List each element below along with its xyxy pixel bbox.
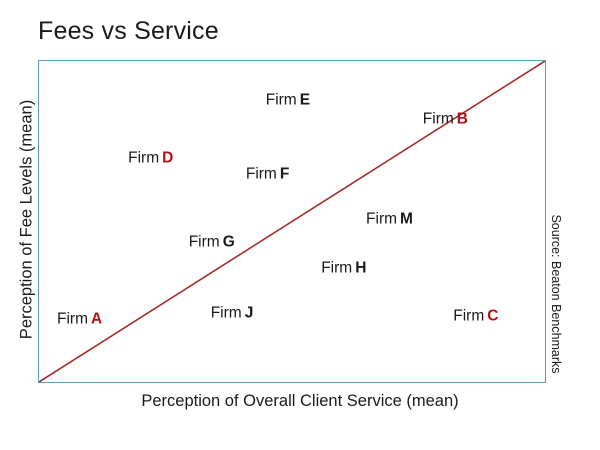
source-note: Source: Beaton Benchmarks	[549, 214, 563, 374]
page-title: Fees vs Service	[38, 17, 219, 45]
firm-label-prefix: Firm	[453, 307, 485, 325]
trendline	[39, 61, 545, 382]
firm-label-prefix: Firm	[210, 304, 242, 322]
firm-label-prefix: Firm	[265, 91, 297, 108]
firm-label-prefix: Firm	[57, 310, 89, 328]
firm-label-code: H	[355, 258, 367, 276]
firm-label-code: A	[91, 310, 103, 328]
firm-label-prefix: Firm	[245, 165, 277, 183]
plot-svg	[39, 61, 545, 382]
firm-label-prefix: Firm	[422, 110, 454, 128]
firm-label-code: B	[456, 110, 468, 128]
firm-label-code: C	[487, 307, 499, 325]
firm-label-prefix: Firm	[366, 210, 398, 228]
firm-label-code: E	[299, 91, 311, 108]
firm-label-code: J	[244, 304, 254, 322]
firm-label-prefix: Firm	[128, 149, 160, 167]
firm-label-code: M	[400, 210, 413, 228]
firm-label-prefix: Firm	[321, 258, 353, 276]
x-axis-title: Perception of Overall Client Service (me…	[141, 392, 459, 410]
firm-label-code: F	[279, 165, 290, 183]
firm-label-prefix: Firm	[188, 233, 220, 251]
y-axis-title: Perception of Fee Levels (mean)	[17, 99, 36, 340]
firm-label-code: D	[162, 149, 174, 167]
firm-label-code: G	[222, 233, 235, 251]
